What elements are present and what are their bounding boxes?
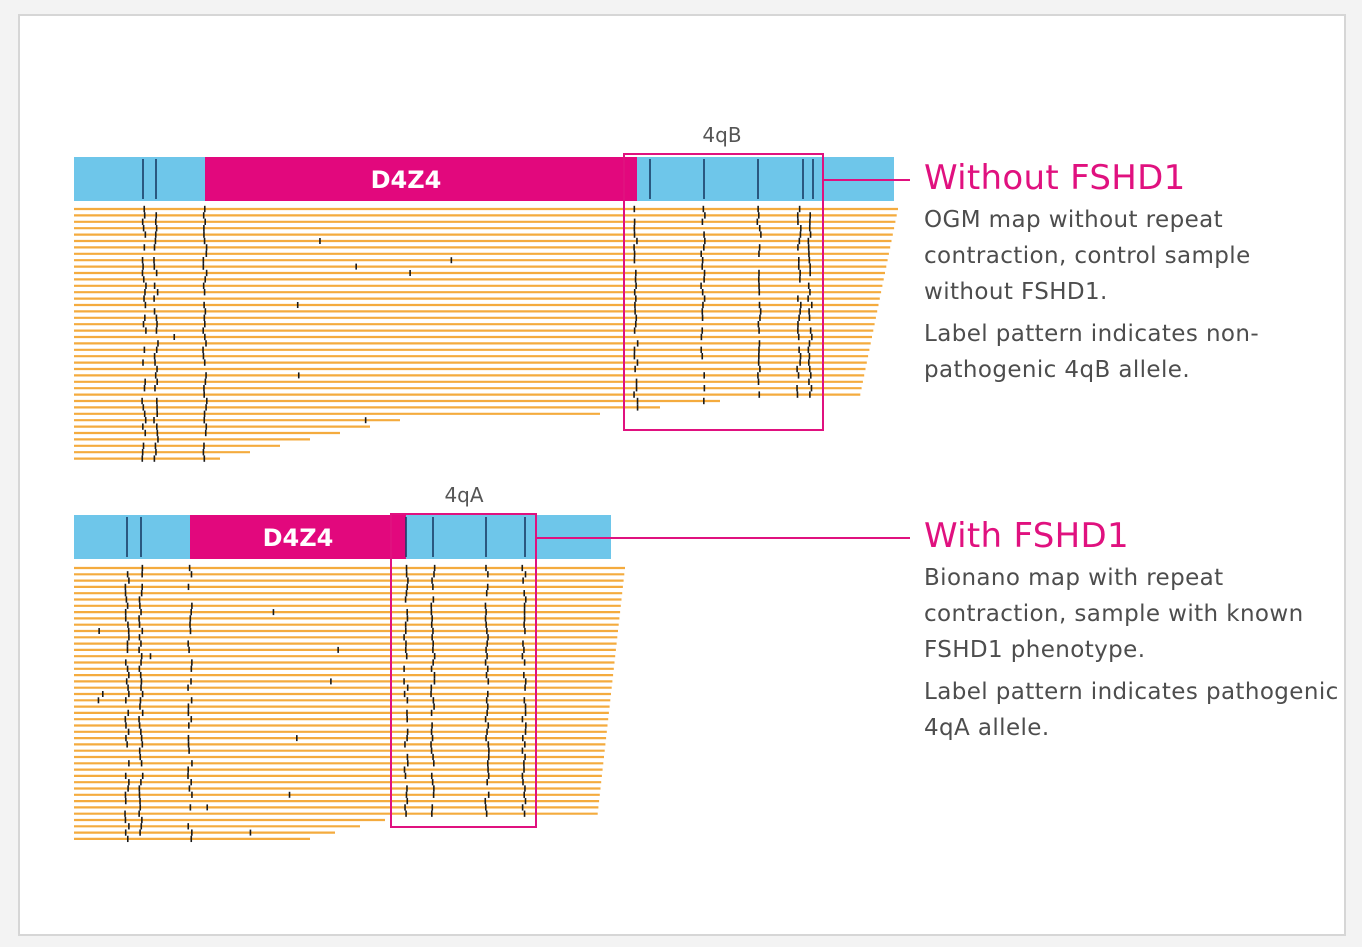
- molecule-alignments: [74, 205, 898, 462]
- panel-without-fshd1: D4Z4 4qB: [74, 123, 910, 462]
- panel-with-fshd1: D4Z4 4qA: [74, 483, 910, 843]
- caption-with-fshd1: With FSHD1 Bionano map with repeat contr…: [924, 516, 1344, 752]
- d4z4-label: D4Z4: [263, 524, 334, 552]
- caption-without-fshd1: Without FSHD1 OGM map without repeat con…: [924, 158, 1344, 394]
- caption-pattern-note: Label pattern indicates pathogenic 4qA a…: [924, 679, 1339, 741]
- caption-pattern-note: Label pattern indicates non-pathogenic 4…: [924, 321, 1260, 383]
- allele-box-label: 4qA: [444, 483, 483, 507]
- d4z4-region: [190, 515, 406, 559]
- d4z4-region: [205, 157, 637, 201]
- caption-description: Bionano map with repeat contraction, sam…: [924, 565, 1304, 663]
- allele-box-label: 4qB: [702, 123, 741, 147]
- allele-highlight-box: [623, 153, 824, 431]
- allele-highlight-box: [390, 513, 537, 828]
- reference-label-marks: [126, 517, 526, 557]
- caption-description: OGM map without repeat contraction, cont…: [924, 207, 1251, 305]
- molecule-alignments: [74, 564, 625, 843]
- caption-title: With FSHD1: [924, 516, 1129, 556]
- d4z4-label: D4Z4: [371, 166, 442, 194]
- caption-title: Without FSHD1: [924, 158, 1186, 198]
- reference-label-marks: [142, 159, 814, 199]
